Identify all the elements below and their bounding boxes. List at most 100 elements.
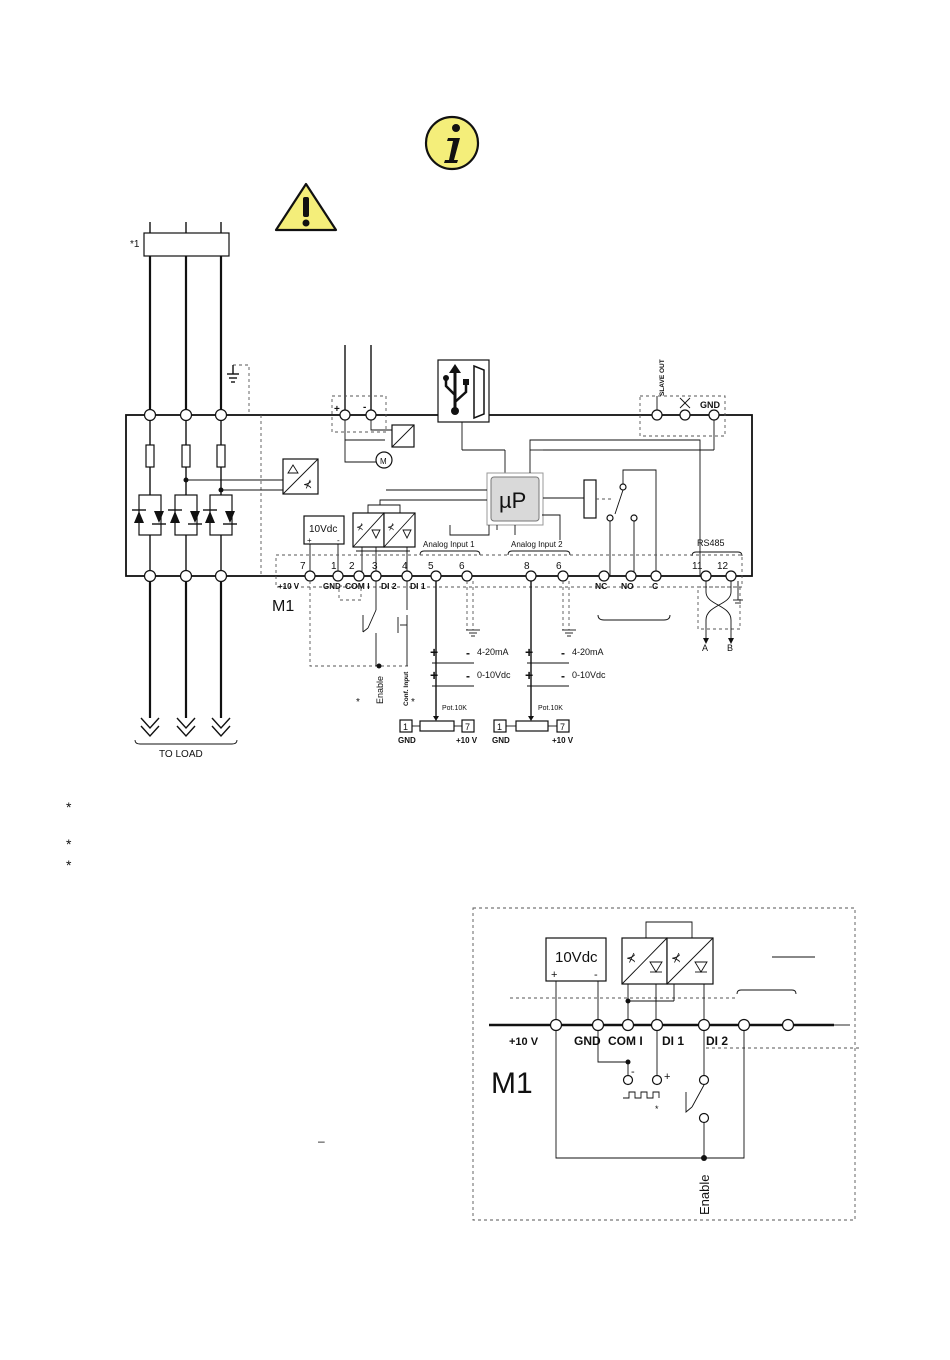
to-load-label: TO LOAD xyxy=(159,749,203,760)
plus-label: + xyxy=(334,404,340,415)
svg-text:NO: NO xyxy=(621,581,634,591)
svg-text:1: 1 xyxy=(403,722,408,732)
svg-text:5: 5 xyxy=(428,561,434,572)
rs485-b-label: B xyxy=(727,643,733,653)
svg-text:*: * xyxy=(655,1104,659,1114)
svg-text:GND: GND xyxy=(398,736,416,745)
up-label: µP xyxy=(499,488,526,513)
info-icon xyxy=(424,115,480,171)
dash-mark: – xyxy=(318,1134,325,1148)
detail-supply-label: 10Vdc xyxy=(555,949,598,966)
svg-text:*: * xyxy=(356,697,360,708)
terminal-numbers: 7 1 2 3 4 5 6 8 6 11 12 xyxy=(300,561,729,572)
enable-wiring: Enable Conf. Input * * xyxy=(309,581,415,708)
note-3: * xyxy=(66,857,72,873)
svg-text:4-20mA: 4-20mA xyxy=(477,647,509,657)
svg-text:6: 6 xyxy=(556,561,562,572)
gnd-top-label: GND xyxy=(700,400,721,410)
signal-terminals xyxy=(304,570,737,582)
slave-out-label: SLAVE OUT xyxy=(659,359,666,396)
rs485-label: RS485 xyxy=(697,538,725,548)
svg-text:4-20mA: 4-20mA xyxy=(572,647,604,657)
svg-text:7: 7 xyxy=(560,722,565,732)
svg-text:-: - xyxy=(594,969,598,981)
svg-text:8: 8 xyxy=(524,561,530,572)
svg-text:⊀: ⊀ xyxy=(387,522,395,532)
svg-text:+: + xyxy=(664,1071,670,1083)
conf-input-label: Conf. Input xyxy=(403,671,410,706)
slave-out-terminals: SLAVE OUT GND xyxy=(639,359,726,437)
svg-text:0-10Vdc: 0-10Vdc xyxy=(477,670,511,680)
svg-text:7: 7 xyxy=(465,722,470,732)
svg-text:+10 V: +10 V xyxy=(509,1036,539,1048)
svg-text:DI 2: DI 2 xyxy=(706,1034,728,1048)
current-sensor: ⊀ xyxy=(282,458,319,495)
svg-text:-: - xyxy=(466,669,470,683)
svg-text:Pot.10K: Pot.10K xyxy=(538,705,563,712)
detail-enable-label: Enable xyxy=(697,1175,712,1215)
svg-text:M: M xyxy=(380,457,387,466)
svg-text:+: + xyxy=(551,969,557,981)
microprocessor-icon: µP xyxy=(379,420,715,576)
detail-module-label: M1 xyxy=(491,1067,533,1100)
svg-text:GND: GND xyxy=(323,582,341,591)
mains-connector: *1 xyxy=(130,222,230,415)
analog-output-terminals: + - M xyxy=(331,345,415,469)
module-label: M1 xyxy=(272,598,294,615)
svg-text:COM I: COM I xyxy=(608,1034,643,1048)
ground-dashed-link xyxy=(227,364,250,415)
svg-text:+: + xyxy=(307,536,312,545)
svg-text:4: 4 xyxy=(402,561,408,572)
supply-10vdc: 10Vdc + - xyxy=(303,515,345,576)
svg-text:-: - xyxy=(561,646,565,660)
usb-icon xyxy=(437,359,506,473)
power-terminals-top xyxy=(143,408,228,583)
notes: * * * xyxy=(66,799,72,873)
svg-text:⊀: ⊀ xyxy=(626,951,636,965)
svg-text:*: * xyxy=(411,697,415,708)
svg-text:12: 12 xyxy=(717,561,729,572)
svg-text:DI 1: DI 1 xyxy=(410,581,426,591)
svg-text:⊀: ⊀ xyxy=(671,951,681,965)
detail-diagram: 10Vdc + - ⊀ ⊀ +10 V GND COM I DI 1 xyxy=(472,907,861,1221)
svg-text:-: - xyxy=(561,669,565,683)
analog-input-1-title: Analog Input 1 xyxy=(423,540,475,549)
analog-input-2-title: Analog Input 2 xyxy=(511,540,563,549)
svg-text:-: - xyxy=(631,1066,635,1078)
analog-input-2-wiring: + - 4-20mA + - 0-10Vdc Pot.10K 1 7 GND +… xyxy=(492,581,606,745)
svg-text:⊀: ⊀ xyxy=(356,522,364,532)
svg-text:6: 6 xyxy=(459,561,465,572)
analog-input-1-wiring: + - 4-20mA + - 0-10Vdc Pot.10K 1 7 GND +… xyxy=(398,581,511,745)
svg-text:0-10Vdc: 0-10Vdc xyxy=(572,670,606,680)
svg-text:+: + xyxy=(525,644,533,660)
svg-text:3: 3 xyxy=(372,561,378,572)
minus-label: - xyxy=(363,402,366,413)
svg-text:GND: GND xyxy=(574,1034,601,1048)
svg-text:7: 7 xyxy=(300,561,306,572)
note-2: * xyxy=(66,836,72,852)
load-outputs: TO LOAD xyxy=(134,582,238,760)
svg-text:+10 V: +10 V xyxy=(552,736,574,745)
svg-text:2: 2 xyxy=(349,561,355,572)
rs485-wiring: A B xyxy=(697,581,743,653)
svg-text:DI 1: DI 1 xyxy=(662,1034,684,1048)
thyristor-stack xyxy=(132,421,283,570)
svg-text:11: 11 xyxy=(692,561,703,572)
svg-text:C: C xyxy=(652,581,658,591)
svg-text:-: - xyxy=(466,646,470,660)
svg-text:+: + xyxy=(430,644,438,660)
svg-text:-: - xyxy=(337,536,340,545)
warning-icon xyxy=(274,182,338,232)
svg-text:+: + xyxy=(525,667,533,683)
rs485-a-label: A xyxy=(702,643,708,653)
svg-text:Pot.10K: Pot.10K xyxy=(442,705,467,712)
svg-text:1: 1 xyxy=(497,722,502,732)
analog-inputs: Analog Input 1 Analog Input 2 RS485 xyxy=(419,538,743,557)
svg-text:NC: NC xyxy=(595,581,607,591)
svg-text:DI 2: DI 2 xyxy=(381,581,397,591)
relay-contacts xyxy=(583,469,671,621)
svg-text:+10 V: +10 V xyxy=(456,736,478,745)
note-star-1: *1 xyxy=(130,239,140,250)
svg-text:GND: GND xyxy=(492,736,510,745)
